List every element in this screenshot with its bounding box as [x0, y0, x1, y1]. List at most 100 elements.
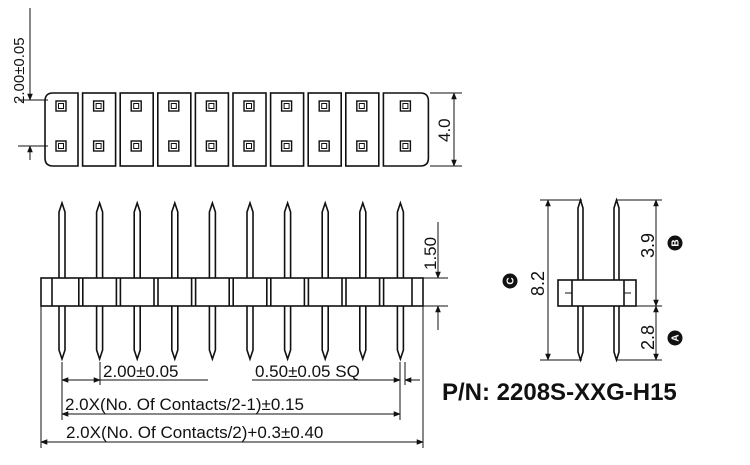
front-pin-lower	[208, 306, 217, 362]
top-cell-outline	[119, 92, 154, 167]
top-cell	[307, 92, 343, 167]
contact-outer	[318, 140, 330, 152]
contact-inner	[133, 103, 140, 109]
top-cell-outline	[44, 92, 79, 167]
front-pin-lower	[133, 306, 141, 362]
marker-b-icon: B	[667, 235, 683, 251]
contact-inner	[358, 143, 365, 149]
top-cell	[157, 92, 192, 167]
side-view	[540, 197, 662, 363]
contact-inner	[283, 103, 290, 109]
contact-inner	[321, 103, 328, 109]
top-cell-outline	[269, 92, 305, 167]
contact-outer	[399, 100, 412, 112]
top-cell	[81, 92, 117, 167]
top-cell-outline	[81, 92, 117, 167]
contact-outer	[280, 140, 293, 152]
front-pin-lower	[171, 306, 179, 362]
contact-inner	[283, 143, 290, 149]
part-number: P/N: 2208S-XXG-H15	[442, 379, 677, 406]
contact-outer	[205, 100, 218, 112]
front-view-body-segments	[51, 278, 413, 306]
side-lower-length-label: 2.8	[638, 325, 658, 350]
front-pin-lower	[246, 306, 254, 362]
contact-inner	[58, 143, 64, 149]
front-pin-upper	[171, 200, 179, 278]
front-pin-lower	[321, 306, 329, 362]
contact-outer	[55, 140, 67, 152]
contact-outer	[243, 140, 255, 152]
contact-inner	[402, 143, 409, 149]
front-pin-upper	[246, 200, 254, 278]
contact-inner	[170, 103, 177, 109]
top-cell	[344, 92, 380, 167]
front-pin-upper	[283, 200, 292, 278]
contact-outer	[205, 140, 218, 152]
top-cell	[269, 92, 305, 167]
contact-inner	[246, 143, 252, 149]
contact-inner	[246, 103, 252, 109]
contact-inner	[208, 143, 215, 149]
contact-outer	[318, 100, 330, 112]
front-pin-lower	[283, 306, 292, 362]
top-cell	[382, 92, 430, 167]
top-cell-outline	[232, 92, 267, 167]
front-pin-upper	[396, 200, 405, 278]
top-cell-outline	[382, 92, 430, 167]
contact-outer	[130, 140, 142, 152]
front-pitch-span-label: 2.0X(No. Of Contacts/2-1)±0.15	[65, 395, 304, 414]
top-cell-outline	[157, 92, 192, 167]
front-pin-size-label: 0.50±0.05 SQ	[255, 362, 360, 381]
top-height-label: 4.0	[435, 118, 454, 142]
top-cell-outline	[307, 92, 343, 167]
top-cell	[44, 92, 79, 167]
contact-outer	[243, 100, 255, 112]
front-pin-upper	[208, 200, 217, 278]
front-pin-upper	[133, 200, 141, 278]
contact-inner	[95, 103, 102, 109]
contact-inner	[402, 103, 409, 109]
contact-inner	[95, 143, 102, 149]
top-pitch-label: 2.00±0.05	[11, 37, 28, 104]
contact-inner	[321, 143, 328, 149]
contact-outer	[168, 100, 180, 112]
contact-outer	[168, 140, 180, 152]
front-pin-upper	[58, 200, 66, 278]
contact-inner	[358, 103, 365, 109]
contact-outer	[356, 140, 368, 152]
top-view	[18, 8, 462, 167]
contact-inner	[133, 143, 140, 149]
contact-inner	[208, 103, 215, 109]
front-pin-upper	[359, 200, 367, 278]
marker-a-icon: A	[667, 330, 683, 346]
front-pin-upper	[321, 200, 329, 278]
front-pin-lower	[95, 306, 104, 362]
top-view-cells	[44, 92, 430, 167]
marker-c-icon: C	[502, 273, 518, 289]
front-pin-lower	[58, 306, 66, 362]
contact-outer	[92, 100, 105, 112]
marker-b-letter: B	[671, 239, 682, 246]
contact-outer	[92, 140, 105, 152]
top-cell	[119, 92, 154, 167]
top-cell-outline	[194, 92, 230, 167]
contact-outer	[130, 100, 142, 112]
front-view-pins	[58, 200, 405, 362]
contact-outer	[55, 100, 67, 112]
front-pin-lower	[359, 306, 367, 362]
contact-inner	[170, 143, 177, 149]
marker-a-letter: A	[671, 334, 682, 341]
front-body-length-label: 2.0X(No. Of Contacts/2)+0.3±0.40	[66, 423, 323, 442]
top-cell	[194, 92, 230, 167]
contact-inner	[58, 103, 64, 109]
top-cell-outline	[344, 92, 380, 167]
side-upper-length-label: 3.9	[638, 233, 658, 258]
front-pin-upper	[95, 200, 104, 278]
front-pin-length-label: 1.50	[421, 237, 440, 270]
contact-outer	[399, 140, 412, 152]
top-cell	[232, 92, 267, 167]
marker-c-letter: C	[506, 277, 517, 284]
front-pitch-label: 2.00±0.05	[103, 362, 179, 381]
front-view	[40, 200, 448, 448]
